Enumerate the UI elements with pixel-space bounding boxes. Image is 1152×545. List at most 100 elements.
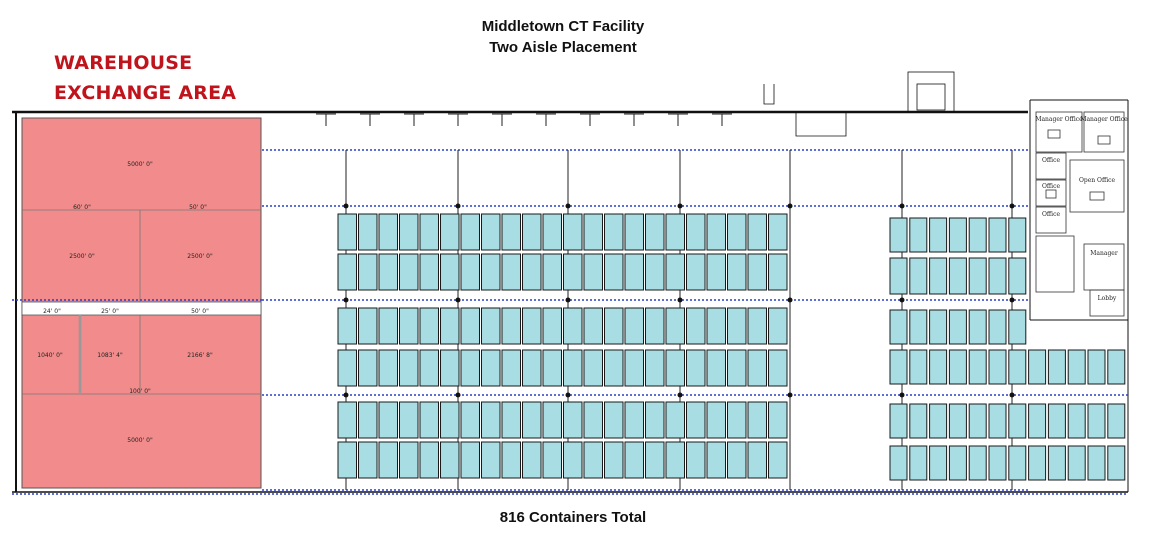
container	[419, 401, 439, 439]
container	[358, 253, 378, 291]
exchange-area: 5000' 0" 60' 0" 50' 0" 2500' 0" 2500' 0"…	[21, 117, 262, 489]
container	[481, 441, 501, 479]
container	[645, 401, 665, 439]
container	[645, 213, 665, 251]
container	[747, 401, 767, 439]
container	[889, 349, 908, 385]
dock-doors	[316, 113, 732, 126]
dim-area-right: 2500' 0"	[187, 253, 213, 260]
office-room-7: Manager	[1090, 250, 1118, 257]
container	[665, 401, 685, 439]
container	[889, 257, 908, 295]
column-node	[343, 297, 349, 303]
container	[624, 401, 644, 439]
container	[1008, 349, 1027, 385]
container	[337, 307, 357, 345]
container	[337, 213, 357, 251]
container	[522, 441, 542, 479]
container	[399, 253, 419, 291]
container	[481, 253, 501, 291]
container	[645, 307, 665, 345]
dim-area-left: 2500' 0"	[69, 253, 95, 260]
exchange-area-label-line1: WAREHOUSE	[54, 52, 193, 74]
container	[968, 309, 987, 345]
container	[378, 349, 398, 387]
container	[583, 401, 603, 439]
container	[460, 441, 480, 479]
container	[378, 307, 398, 345]
column-node	[565, 203, 571, 209]
container	[665, 213, 685, 251]
container	[522, 349, 542, 387]
container	[542, 253, 562, 291]
container	[440, 253, 460, 291]
container	[968, 217, 987, 253]
container	[522, 307, 542, 345]
container	[929, 445, 948, 481]
container	[460, 349, 480, 387]
office-room-5: Open Office	[1079, 177, 1116, 184]
container	[399, 349, 419, 387]
container	[727, 307, 747, 345]
container	[604, 307, 624, 345]
container	[481, 213, 501, 251]
container	[522, 253, 542, 291]
container	[706, 441, 726, 479]
container	[481, 349, 501, 387]
container	[624, 307, 644, 345]
container	[419, 253, 439, 291]
container	[768, 307, 788, 345]
container	[768, 401, 788, 439]
dim-100: 100' 0"	[129, 388, 151, 395]
container	[1047, 349, 1066, 385]
container	[686, 401, 706, 439]
column-node	[455, 297, 461, 303]
dim-50: 50' 0"	[191, 308, 209, 315]
container	[665, 253, 685, 291]
office-room-8: Lobby	[1098, 295, 1117, 302]
container	[624, 349, 644, 387]
container	[358, 441, 378, 479]
container	[768, 253, 788, 291]
container	[583, 441, 603, 479]
container	[988, 309, 1007, 345]
container	[337, 253, 357, 291]
container	[358, 349, 378, 387]
office-room-6: Office	[1042, 211, 1060, 218]
container	[583, 349, 603, 387]
container	[645, 441, 665, 479]
column-node	[343, 392, 349, 398]
container	[1008, 217, 1027, 253]
container	[747, 253, 767, 291]
dim-top-area: 5000' 0"	[127, 161, 153, 168]
diagram-title: Middletown CT Facility	[481, 18, 645, 35]
container	[686, 349, 706, 387]
container	[501, 441, 521, 479]
container	[909, 349, 928, 385]
container	[501, 349, 521, 387]
container	[1107, 445, 1126, 481]
container	[747, 349, 767, 387]
container	[542, 349, 562, 387]
container	[988, 217, 1007, 253]
container	[1067, 349, 1086, 385]
column-node	[1009, 203, 1015, 209]
dim-25: 25' 0"	[101, 308, 119, 315]
container	[665, 441, 685, 479]
container	[929, 257, 948, 295]
container	[399, 307, 419, 345]
container	[768, 213, 788, 251]
container	[542, 307, 562, 345]
dim-60-left: 60' 0"	[73, 204, 91, 211]
container	[1087, 349, 1106, 385]
container	[522, 401, 542, 439]
dim-60-right: 50' 0"	[189, 204, 207, 211]
container	[665, 307, 685, 345]
container	[440, 349, 460, 387]
container	[909, 257, 928, 295]
container	[358, 213, 378, 251]
container	[542, 441, 562, 479]
container	[378, 213, 398, 251]
column-node	[343, 203, 349, 209]
